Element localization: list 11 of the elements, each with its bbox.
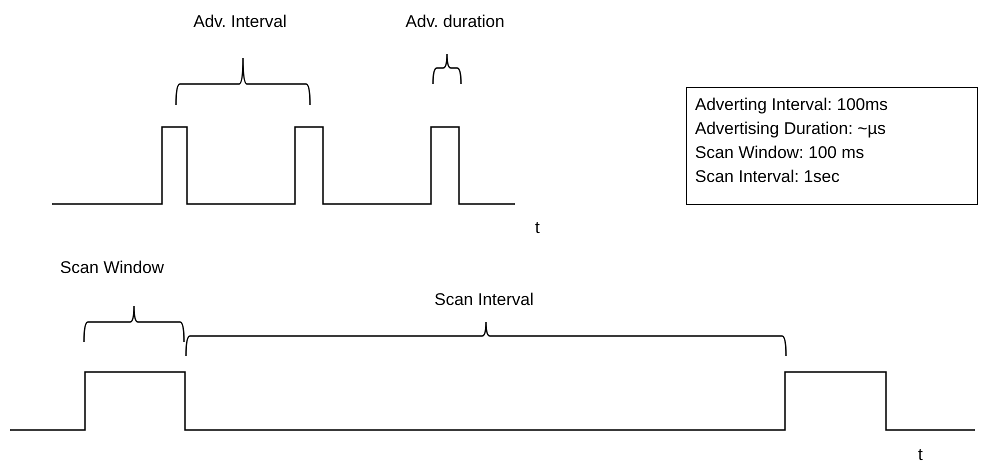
parameter-text: Adverting Interval: 100ms [695,94,889,116]
interval-label: Adv. Interval [193,12,287,32]
duration-label: Adv. duration [406,12,504,32]
axis-label: t [535,218,540,238]
parameter-text: Scan Interval: 1sec [695,166,841,188]
axis-label: t [918,445,923,464]
parameter-text: Advertising Duration: ~µs [695,118,887,140]
parameter-text: Scan Window: 100 ms [695,142,866,164]
window-label: Scan Window [60,258,164,278]
interval-label: Scan Interval [434,290,534,310]
legend-box [686,87,978,205]
